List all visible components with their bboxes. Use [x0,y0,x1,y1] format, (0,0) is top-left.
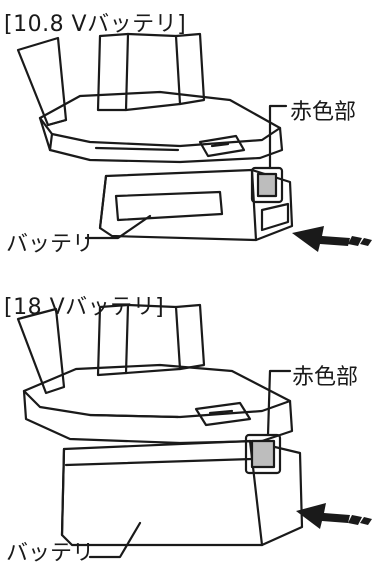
red-part-label-top: 赤色部 [290,100,357,125]
battery-label-bottom: バッテリ [6,541,95,566]
red-part-label-bottom: 赤色部 [292,365,359,390]
insert-arrow-icon [292,226,372,252]
insert-arrow-icon [296,503,372,529]
tool-with-18v-battery-illustration [16,303,372,559]
battery-label-top: バッテリ [6,232,95,257]
battery-18v-panel: [18 Vバッテリ] 赤色部 バッテリ [0,283,384,567]
battery-10-8v-panel: [10.8 Vバッテリ] 赤色部 バッテリ [0,0,384,283]
tool-with-10-8v-battery-illustration [16,32,372,252]
battery-10-8v-caption: [10.8 Vバッテリ] [4,12,187,37]
battery-18v-caption: [18 Vバッテリ] [4,295,165,320]
